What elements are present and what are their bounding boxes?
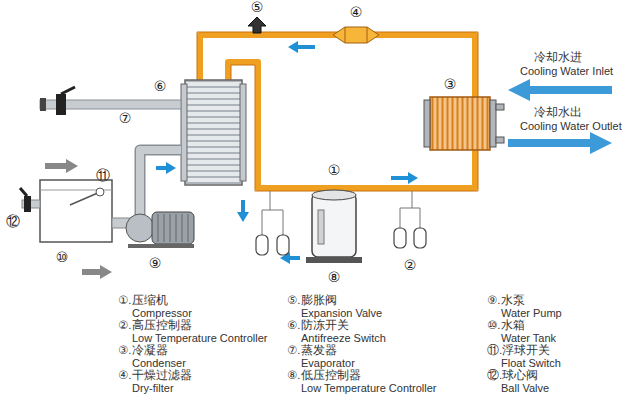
flow-label: 冷却水出: [534, 106, 582, 119]
legend-term-english: Low Temperature Controller: [301, 382, 437, 394]
callout-number: ⑫: [6, 214, 20, 229]
callout-number: ⑤: [251, 0, 264, 15]
callout-number: ④: [350, 5, 363, 20]
legend-term: ⑨.水泵: [487, 294, 525, 307]
legend-term: ①.压缩机: [118, 294, 168, 307]
legend-term: ④.干燥过滤器: [118, 369, 192, 382]
legend-term-english: Low Temperature Controller: [132, 332, 268, 344]
legend-term-english: Water Pump: [501, 307, 562, 319]
legend-term-english: Condenser: [132, 357, 186, 369]
legend-term: ⑥.防冻开关: [287, 319, 349, 332]
legend-term-english: Expansion Valve: [301, 307, 382, 319]
flow-label: Cooling Water Inlet: [520, 65, 613, 77]
flow-arrow: [288, 41, 418, 184]
callout-number: ⑦: [119, 111, 132, 126]
callout-number: ⑩: [56, 250, 69, 265]
callout-number: ⑥: [154, 79, 167, 94]
callout-number: ⑨: [149, 256, 162, 271]
callout-number: ①: [328, 163, 341, 178]
legend-term-english: Antifreeze Switch: [301, 332, 386, 344]
callout-number: ⑪: [96, 168, 110, 183]
expansion-valve: [248, 17, 266, 33]
legend-term-english: Float Switch: [501, 357, 561, 369]
legend-term: ⑦.蒸发器: [287, 344, 337, 357]
legend-term: ②.高压控制器: [118, 319, 192, 332]
compressor: [306, 190, 362, 263]
legend-term: ⑪.浮球开关: [487, 344, 550, 357]
legend-term-english: Dry-filter: [132, 382, 174, 394]
legend-term: ③.冷凝器: [118, 344, 168, 357]
callout-number: ⑧: [328, 270, 341, 285]
callout-number: ②: [404, 258, 417, 273]
pressure-gauge: [256, 228, 426, 255]
water-pump: [112, 212, 194, 248]
evaporator: [181, 80, 246, 185]
callout-number: ③: [444, 77, 457, 92]
legend-term-english: Water Tank: [501, 332, 556, 344]
flow-label: Cooling Water Outlet: [520, 120, 622, 132]
legend-term: ⑤.膨胀阀: [287, 294, 337, 307]
legend-term: ⑩.水箱: [487, 319, 525, 332]
legend-term-english: Compressor: [132, 307, 192, 319]
water-tank: [20, 180, 112, 242]
legend-term-english: Evaporator: [301, 357, 355, 369]
legend-term: ⑧.低压控制器: [287, 369, 361, 382]
water-flow-arrow: [45, 159, 112, 279]
flow-label: 冷却水进: [534, 51, 582, 64]
dry-filter: [333, 27, 379, 43]
legend-term: ⑫.球心阀: [487, 369, 538, 382]
legend-term-english: Ball Valve: [501, 382, 549, 394]
cooling-water-arrow: [508, 79, 612, 154]
condenser: [424, 97, 504, 150]
